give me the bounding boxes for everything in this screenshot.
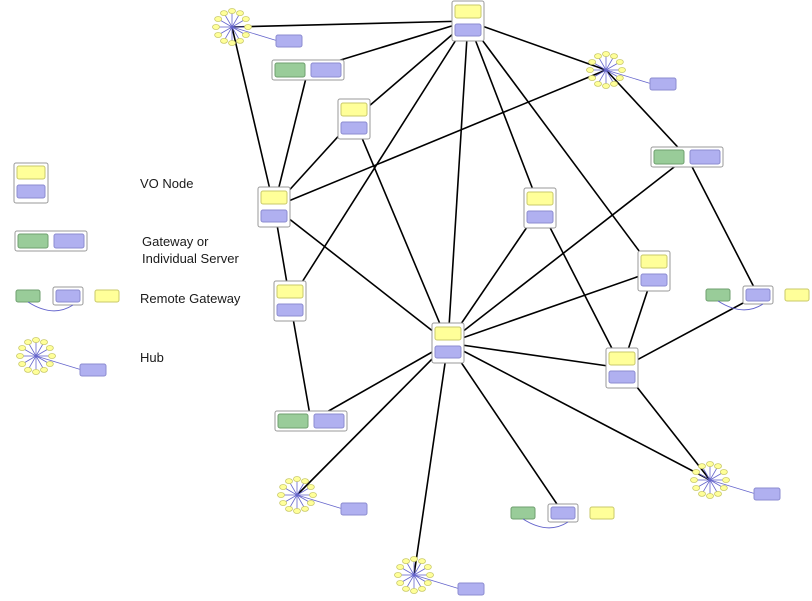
- edge-vo-top-vo-right-mid: [467, 20, 541, 209]
- edge-hub-top-left-vo-top: [231, 20, 469, 28]
- legend-hub-label: Hub: [140, 350, 164, 365]
- legend-hub-symbol: [16, 337, 107, 377]
- legend-gateway-label-line2: Individual Server: [142, 251, 239, 266]
- edge-vo-top-vo-right: [467, 20, 655, 272]
- nodes-layer: [212, 0, 810, 596]
- edge-vo-right-mid-vo-center: [447, 207, 541, 344]
- node-vo-right-lower: [605, 347, 639, 389]
- node-gw-bottom-left: [274, 410, 348, 432]
- node-rg-right: [705, 285, 810, 311]
- edge-vo-left-vo-center: [273, 206, 449, 344]
- node-gw-top-left: [271, 59, 345, 81]
- node-vo-center: [431, 322, 465, 364]
- legend-gateway-symbol: [14, 230, 88, 252]
- legend-gateway-label-line1: Gateway or: [142, 234, 209, 249]
- node-gw-right: [650, 146, 724, 168]
- node-hub-bottom: [394, 556, 485, 596]
- edge-vo-right-mid-vo-right-lower: [539, 207, 623, 369]
- node-rg-bottom: [510, 503, 615, 529]
- node-vo-left: [257, 186, 291, 228]
- legend-remote-gateway-symbol: [15, 286, 120, 312]
- edge-rg-right-vo-right-lower: [621, 294, 759, 369]
- edges-layer: [231, 20, 759, 576]
- node-hub-right-low: [690, 461, 781, 501]
- node-vo-right: [637, 250, 671, 292]
- node-hub-bottom-left: [277, 476, 368, 516]
- node-vo-top: [451, 0, 485, 42]
- edge-hub-top-left-vo-left: [231, 26, 275, 208]
- edge-vo-center-hub-bottom: [413, 342, 449, 576]
- legend-symbols: [13, 162, 120, 377]
- node-vo-upper-left: [337, 98, 371, 140]
- edge-vo-top-vo-center: [447, 20, 469, 344]
- edge-gw-right-rg-right: [686, 156, 759, 296]
- node-vo-right-mid: [523, 187, 557, 229]
- edge-vo-upper-left-vo-center: [353, 118, 449, 344]
- node-hub-top-left: [212, 8, 303, 48]
- edge-vo-top-vo-left-lower: [289, 20, 469, 302]
- legend-remote-gateway-label: Remote Gateway: [140, 291, 241, 306]
- edge-vo-top-hub-top-right: [467, 20, 607, 71]
- edge-gw-top-left-vo-left: [273, 69, 309, 208]
- legend-vo-node-label: VO Node: [140, 176, 194, 191]
- edge-vo-center-hub-bottom-left: [296, 342, 449, 496]
- node-vo-left-lower: [273, 280, 307, 322]
- edge-vo-center-hub-right-low: [447, 342, 711, 481]
- legend-vo-node-symbol: [13, 162, 49, 204]
- edge-vo-center-rg-bottom: [447, 342, 564, 514]
- edge-vo-top-vo-upper-left: [353, 20, 469, 120]
- edge-vo-right-vo-center: [447, 270, 655, 344]
- edge-hub-top-right-gw-right: [605, 69, 688, 158]
- node-hub-top-right: [586, 51, 677, 91]
- edge-vo-center-vo-right-lower: [447, 342, 623, 369]
- edge-hub-top-right-vo-left: [273, 69, 607, 208]
- edge-vo-center-gw-bottom-left: [310, 342, 449, 422]
- edge-gw-right-vo-center: [447, 156, 688, 344]
